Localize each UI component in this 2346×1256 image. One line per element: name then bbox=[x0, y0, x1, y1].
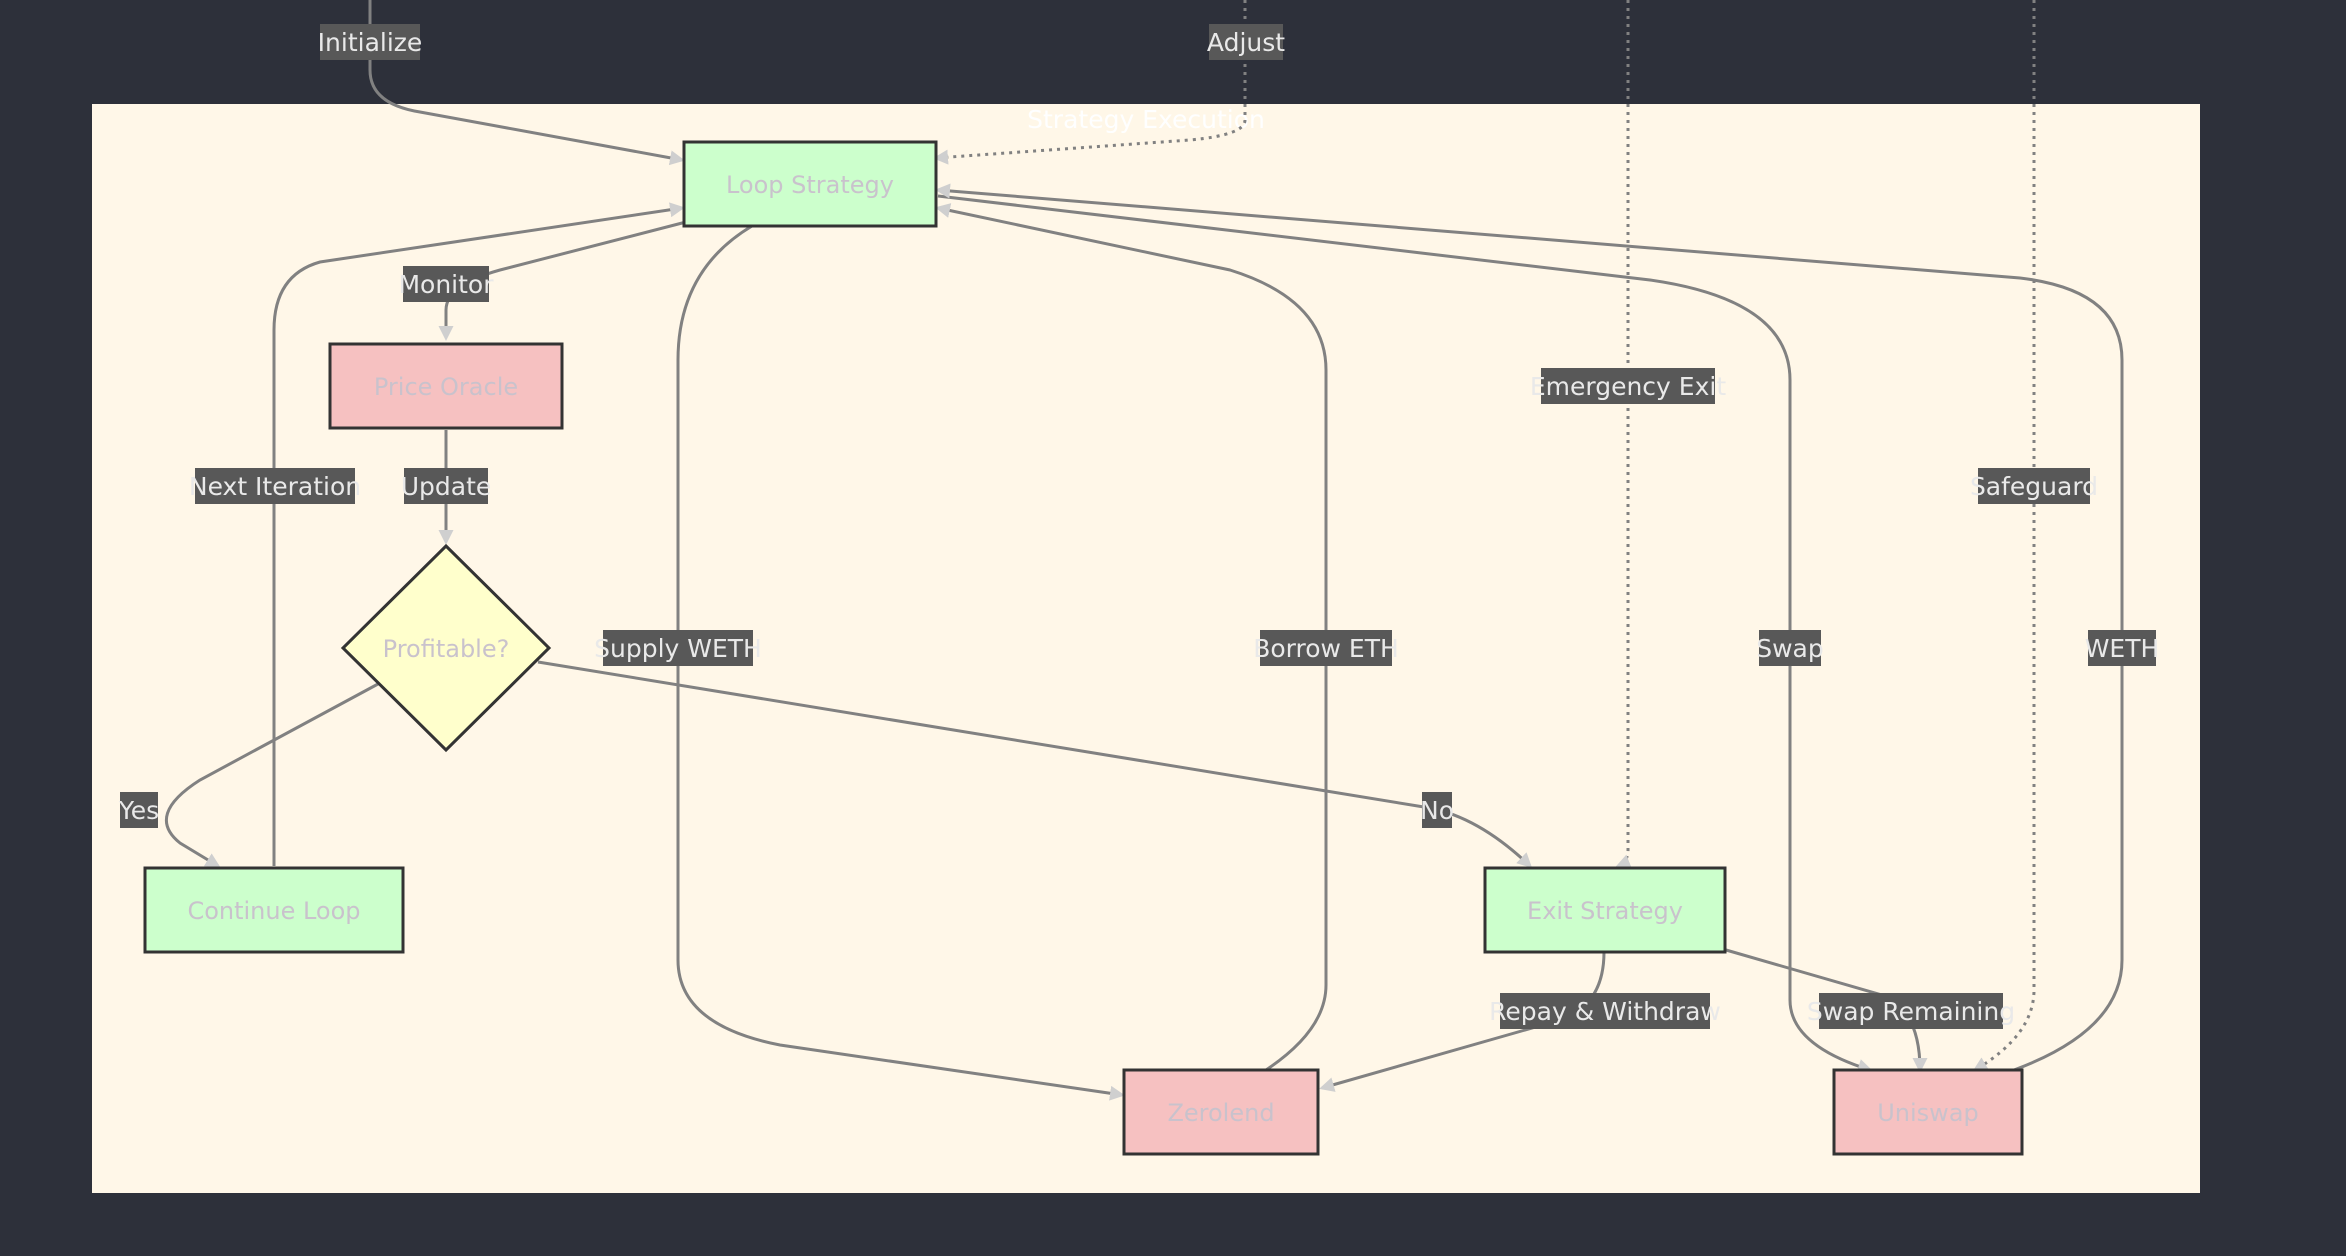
edge-yes bbox=[164, 682, 379, 868]
svg-text:Yes: Yes bbox=[118, 796, 159, 825]
node-price-oracle: Price Oracle bbox=[328, 342, 564, 430]
label-borrow-eth: Borrow ETH bbox=[1253, 630, 1399, 666]
svg-text:Initialize: Initialize bbox=[318, 28, 423, 57]
label-swap-remaining: Swap Remaining bbox=[1807, 993, 2015, 1029]
svg-text:Update: Update bbox=[401, 472, 492, 501]
label-next-iteration: Next Iteration bbox=[189, 468, 361, 504]
cluster-label: Strategy Execution bbox=[1027, 105, 1265, 134]
svg-text:Safeguard: Safeguard bbox=[1970, 472, 2098, 501]
svg-text:Next Iteration: Next Iteration bbox=[189, 472, 361, 501]
node-loop-strategy: Loop Strategy bbox=[682, 140, 938, 228]
node-zerolend: Zerolend bbox=[1122, 1068, 1320, 1156]
label-adjust: Adjust bbox=[1207, 24, 1285, 60]
label-safeguard: Safeguard bbox=[1970, 468, 2098, 504]
svg-text:Loop Strategy: Loop Strategy bbox=[726, 171, 894, 199]
svg-text:Repay & Withdraw: Repay & Withdraw bbox=[1489, 997, 1721, 1026]
svg-text:Uniswap: Uniswap bbox=[1877, 1099, 1979, 1127]
svg-text:Borrow ETH: Borrow ETH bbox=[1253, 634, 1399, 663]
label-update: Update bbox=[401, 468, 492, 504]
svg-text:No: No bbox=[1420, 796, 1454, 825]
label-initialize: Initialize bbox=[318, 24, 423, 60]
label-repay-withdraw: Repay & Withdraw bbox=[1489, 993, 1721, 1029]
edge-swap bbox=[937, 194, 1873, 1074]
node-uniswap: Uniswap bbox=[1832, 1068, 2024, 1156]
label-no: No bbox=[1420, 792, 1454, 828]
label-weth: WETH bbox=[2085, 630, 2160, 666]
edge-initialize bbox=[368, 0, 685, 166]
svg-text:Monitor: Monitor bbox=[398, 270, 494, 299]
svg-text:Swap: Swap bbox=[1756, 634, 1824, 663]
label-swap: Swap bbox=[1756, 630, 1824, 666]
label-monitor: Monitor bbox=[398, 266, 494, 302]
svg-text:Swap Remaining: Swap Remaining bbox=[1807, 997, 2015, 1026]
svg-text:Zerolend: Zerolend bbox=[1167, 1099, 1274, 1127]
label-emergency-exit: Emergency Exit bbox=[1530, 368, 1726, 404]
node-profitable: Profitable? bbox=[340, 543, 552, 753]
edge-safeguard bbox=[1972, 0, 2036, 1072]
edge-supply-weth bbox=[676, 224, 1125, 1101]
node-exit-strategy: Exit Strategy bbox=[1483, 866, 1727, 954]
edge-adjust bbox=[933, 0, 1247, 165]
svg-text:Adjust: Adjust bbox=[1207, 28, 1285, 57]
svg-text:Price Oracle: Price Oracle bbox=[374, 373, 518, 401]
svg-text:WETH: WETH bbox=[2085, 634, 2160, 663]
svg-text:Profitable?: Profitable? bbox=[383, 635, 510, 663]
svg-text:Supply WETH: Supply WETH bbox=[594, 634, 762, 663]
edge-borrow-eth bbox=[935, 203, 1328, 1072]
svg-text:Exit Strategy: Exit Strategy bbox=[1527, 897, 1683, 925]
svg-text:Emergency Exit: Emergency Exit bbox=[1530, 372, 1726, 401]
svg-text:Continue Loop: Continue Loop bbox=[187, 897, 360, 925]
node-continue-loop: Continue Loop bbox=[143, 866, 405, 954]
label-yes: Yes bbox=[118, 792, 159, 828]
label-supply-weth: Supply WETH bbox=[594, 630, 762, 666]
edge-emergency-exit bbox=[1615, 0, 1632, 869]
edge-next-iteration bbox=[272, 202, 685, 866]
